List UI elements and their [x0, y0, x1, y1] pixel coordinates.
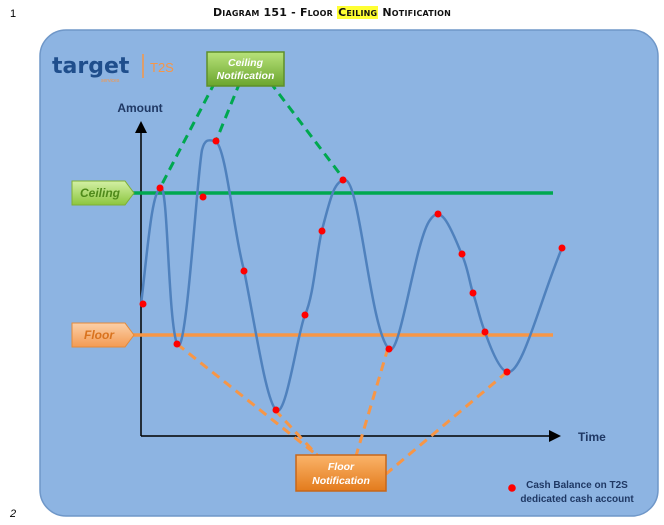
cash-balance-point: [156, 184, 164, 192]
cash-balance-points: [139, 137, 566, 414]
legend-line1: Cash Balance on T2S: [526, 480, 628, 491]
floor-label: Floor: [84, 328, 115, 342]
cash-balance-point: [199, 193, 207, 201]
logo-product: T2S: [150, 60, 174, 75]
title-prefix: Diagram 151 - Floor: [212, 6, 334, 19]
ceiling-notification-line2: Notification: [217, 70, 275, 82]
floor-tag: Floor: [71, 322, 135, 348]
line-number-bottom: 2: [10, 508, 17, 520]
line-number-top: 1: [10, 8, 17, 20]
target-logo: target services T2S: [52, 54, 174, 84]
ceiling-notification-box: Ceiling Notification: [206, 51, 285, 87]
floor-notification-line2: Notification: [312, 475, 370, 487]
floor-notification-line1: Floor: [328, 461, 355, 473]
diagram-panel: [39, 29, 659, 517]
ceiling-notification-line1: Ceiling: [228, 57, 264, 69]
logo-wordmark: target: [52, 54, 130, 79]
cash-balance-point: [139, 300, 147, 308]
cash-balance-point: [240, 267, 248, 275]
cash-balance-point: [318, 227, 326, 235]
cash-balance-point: [481, 328, 489, 336]
cash-balance-point: [173, 340, 181, 348]
cash-balance-point: [469, 289, 477, 297]
cash-balance-point: [301, 311, 309, 319]
x-axis-label: Time: [578, 430, 606, 444]
cash-balance-point: [272, 406, 280, 414]
ceiling-connectors: [158, 81, 345, 189]
floor-notification-box: Floor Notification: [295, 454, 387, 492]
y-axis-label: Amount: [117, 101, 162, 115]
cash-balance-point: [212, 137, 220, 145]
legend-marker: [508, 484, 516, 492]
ceiling-label: Ceiling: [80, 186, 121, 200]
ceiling-tag: Ceiling: [71, 180, 135, 206]
diagram-title: Diagram 151 - Floor Ceiling Notification: [0, 6, 664, 19]
cash-balance-point: [385, 345, 393, 353]
legend: Cash Balance on T2S dedicated cash accou…: [508, 480, 634, 505]
legend-line2: dedicated cash account: [520, 494, 634, 505]
cash-balance-point: [339, 176, 347, 184]
floor-connectors: [176, 342, 508, 476]
cash-balance-point: [458, 250, 466, 258]
cash-balance-point: [558, 244, 566, 252]
title-suffix: Notification: [382, 6, 452, 19]
cash-balance-point: [503, 368, 511, 376]
title-highlight: Ceiling: [337, 6, 379, 19]
cash-balance-point: [434, 210, 442, 218]
logo-subtext: services: [101, 78, 120, 84]
